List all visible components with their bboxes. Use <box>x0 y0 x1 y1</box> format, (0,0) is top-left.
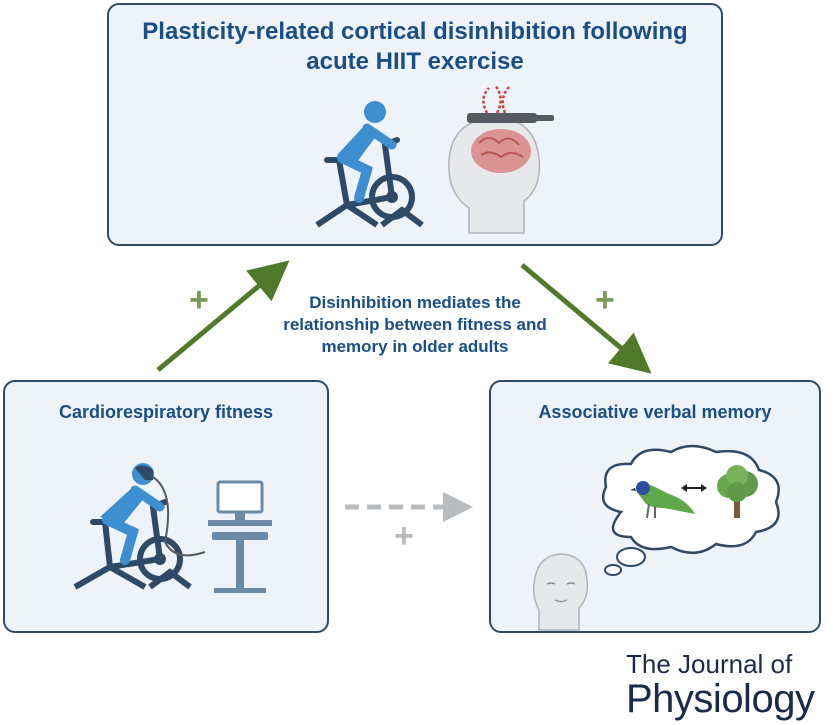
bird-icon <box>630 481 695 519</box>
memory-title: Associative verbal memory <box>538 402 772 422</box>
journal-name-line2: Physiology <box>626 677 815 721</box>
plus-right: + <box>595 281 615 319</box>
arrow-fitness-to-disinhibition <box>156 260 290 372</box>
fitness-box: Cardiorespiratory fitness <box>3 380 329 633</box>
journal-name-line1: The Journal of <box>626 649 793 679</box>
tree-icon <box>717 465 758 518</box>
memory-box: Associative verbal memory <box>489 380 821 633</box>
journal-logo: The Journal of Physiology <box>626 649 815 721</box>
double-arrow-icon <box>681 484 707 492</box>
brain-tms-icon <box>448 84 554 234</box>
fitness-test-bike-icon <box>73 463 206 590</box>
fitness-title: Cardiorespiratory fitness <box>58 402 274 422</box>
monitor-cart-icon <box>208 480 272 593</box>
exercise-bike-icon <box>315 101 424 228</box>
mediation-statement: Disinhibition mediates the relationship … <box>283 293 547 356</box>
arrow-disinhibition-to-memory <box>520 263 652 374</box>
head-icon <box>532 553 589 631</box>
plus-bottom: + <box>394 517 414 555</box>
plus-left: + <box>189 281 209 319</box>
disinhibition-title: Plasticity-related cortical disinhibitio… <box>142 18 688 75</box>
disinhibition-box: Plasticity-related cortical disinhibitio… <box>107 3 723 246</box>
